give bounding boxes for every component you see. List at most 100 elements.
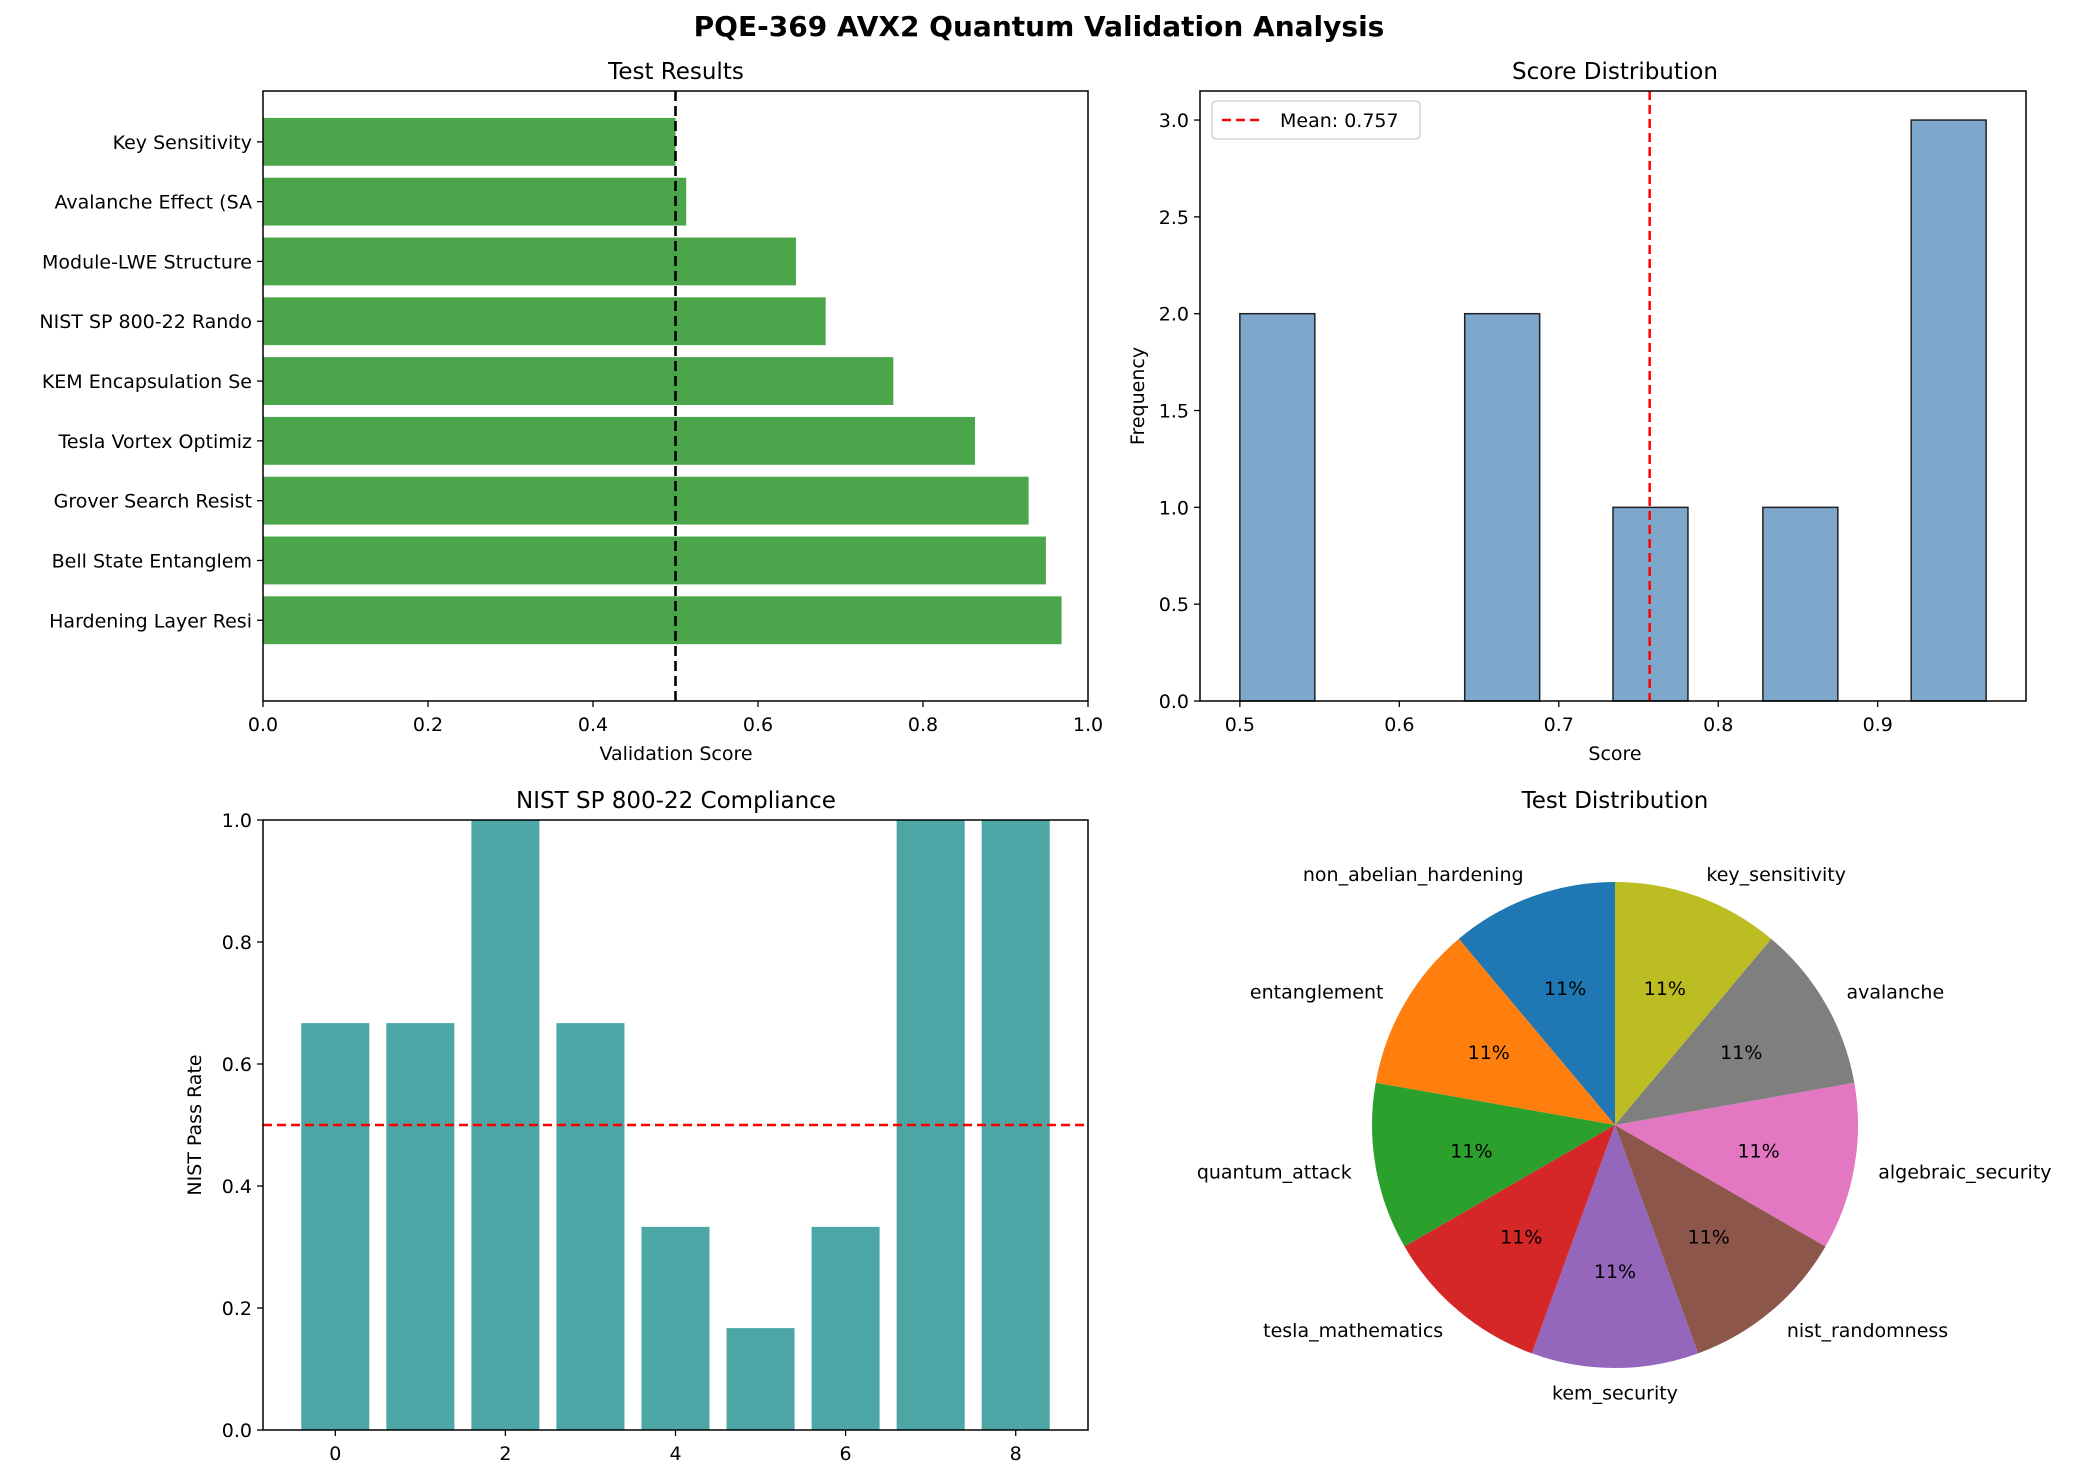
ytick-label-4: KEM Encapsulation Se — [42, 371, 252, 393]
legend-box — [1211, 100, 1421, 140]
pie-slice-1 — [1375, 938, 1615, 1125]
ytick-label-1: 0.2 — [222, 1298, 252, 1320]
ytick-label-0: 0.0 — [222, 1420, 252, 1442]
pie-label-3: tesla_mathematics — [1263, 1320, 1443, 1342]
xtick-label-3: 6 — [840, 1443, 852, 1465]
xtick-label-2: 4 — [669, 1443, 681, 1465]
ytick-label-4: 2.0 — [1159, 304, 1189, 326]
hist-bar-0 — [1239, 312, 1316, 702]
ytick-label-5: 1.0 — [222, 810, 252, 832]
pie-pct-1: 11% — [1468, 1042, 1510, 1064]
pie-pct-6: 11% — [1737, 1140, 1779, 1162]
bar-2 — [263, 476, 1029, 525]
pie-label-0: non_abelian_hardening — [1303, 864, 1524, 886]
xtick-label-1: 0.2 — [413, 714, 443, 736]
test-results-xlabel: Validation Score — [599, 743, 752, 765]
pie-slice-8 — [1615, 882, 1772, 1125]
pie-pct-0: 11% — [1544, 978, 1586, 1000]
ytick-label-6: 3.0 — [1159, 110, 1189, 132]
pie-pct-5: 11% — [1688, 1227, 1730, 1249]
ytick-label-0: 0.0 — [1159, 691, 1189, 713]
xtick-label-2: 0.4 — [578, 714, 608, 736]
ytick-label-2: Grover Search Resist — [54, 491, 252, 513]
score-distribution-chart: Score Distribution 0.5 0.6 0.7 0.8 0.9 0.0 0.5… — [1127, 59, 2027, 765]
pie-slice-5 — [1615, 1125, 1826, 1354]
pie-pct-7: 11% — [1720, 1042, 1762, 1064]
bar-3 — [556, 1023, 625, 1430]
xtick-label-5: 1.0 — [1073, 714, 1103, 736]
ytick-label-2: 1.0 — [1159, 497, 1189, 519]
ytick-label-3: 1.5 — [1159, 401, 1189, 423]
pie-label-6: algebraic_security — [1878, 1161, 2051, 1183]
bar-1 — [263, 536, 1046, 585]
pie-slice-0 — [1458, 882, 1615, 1125]
ytick-label-5: 2.5 — [1159, 207, 1189, 229]
test-distribution-chart: Test Distribution 11% non_abelian_hardeni… — [1197, 788, 2052, 1404]
bar-6 — [811, 1226, 880, 1430]
xtick-label-0: 0.5 — [1225, 714, 1255, 736]
pie-pct-8: 11% — [1644, 978, 1686, 1000]
xtick-label-3: 0.8 — [1703, 714, 1733, 736]
ytick-label-5: NIST SP 800-22 Rando — [39, 311, 252, 333]
xtick-label-3: 0.6 — [743, 714, 773, 736]
bar-1 — [386, 1023, 455, 1430]
ytick-label-6: Module-LWE Structure — [42, 251, 252, 273]
pie-slice-2 — [1372, 1082, 1615, 1247]
bar-8 — [263, 117, 676, 166]
pie-label-5: nist_randomness — [1787, 1320, 1948, 1342]
hist-bar-3 — [1463, 312, 1541, 702]
bar-5 — [263, 297, 826, 346]
test-results-axes-frame — [262, 90, 1089, 702]
pie-slice-7 — [1615, 938, 1855, 1125]
bar-0 — [263, 596, 1062, 645]
hist-bar-9 — [1910, 119, 1987, 702]
pie-label-2: quantum_attack — [1197, 1161, 1352, 1183]
ytick-label-1: Bell State Entanglem — [52, 550, 252, 572]
xtick-label-0: 0 — [329, 1443, 341, 1465]
pie-label-4: kem_security — [1552, 1382, 1678, 1404]
pie-label-1: entanglement — [1250, 981, 1384, 1003]
test-results-chart: Test Results Hardening Layer Resi Bell St… — [39, 59, 1103, 765]
score-distribution-ylabel: Frequency — [1127, 347, 1149, 445]
ytick-label-7: Avalanche Effect (SA — [55, 192, 253, 214]
nist-compliance-axes-frame — [262, 819, 1089, 1431]
bar-0 — [301, 1023, 370, 1430]
bar-7 — [263, 177, 687, 226]
xtick-label-1: 2 — [499, 1443, 511, 1465]
test-results-title: Test Results — [607, 59, 744, 85]
xtick-label-1: 0.6 — [1384, 714, 1414, 736]
figure-title: PQE-369 AVX2 Quantum Validation Analysis — [694, 10, 1385, 43]
ytick-label-0: Hardening Layer Resi — [49, 610, 252, 632]
pie-pct-3: 11% — [1500, 1227, 1542, 1249]
pie-slice-6 — [1615, 1082, 1858, 1247]
ytick-label-3: Tesla Vortex Optimiz — [58, 431, 253, 453]
pie-label-7: avalanche — [1846, 981, 1944, 1003]
bar-3 — [263, 416, 975, 465]
score-distribution-legend: Mean: 0.757 — [1211, 100, 1421, 140]
bar-4 — [263, 357, 894, 405]
xtick-label-4: 8 — [1010, 1443, 1022, 1465]
test-distribution-title: Test Distribution — [1521, 788, 1709, 814]
score-distribution-axes-frame — [1199, 90, 2027, 702]
xtick-label-0: 0.0 — [248, 714, 278, 736]
pie-pct-2: 11% — [1450, 1140, 1492, 1162]
ytick-label-4: 0.8 — [222, 932, 252, 954]
ytick-label-8: Key Sensitivity — [113, 132, 252, 154]
score-distribution-title: Score Distribution — [1512, 59, 1718, 85]
pie-slice-4 — [1531, 1125, 1699, 1368]
xtick-label-4: 0.9 — [1863, 714, 1893, 736]
xtick-label-2: 0.7 — [1544, 714, 1574, 736]
pie-pct-4: 11% — [1594, 1261, 1636, 1283]
legend-mean-label: Mean: 0.757 — [1280, 110, 1399, 132]
xtick-label-4: 0.8 — [908, 714, 938, 736]
ytick-label-1: 0.5 — [1159, 594, 1189, 616]
ytick-label-2: 0.4 — [222, 1176, 252, 1198]
hist-bar-7 — [1762, 506, 1839, 702]
bar-4 — [641, 1226, 710, 1430]
pie-slice-3 — [1404, 1125, 1615, 1354]
nist-compliance-ylabel: NIST Pass Rate — [184, 1054, 206, 1195]
ytick-label-3: 0.6 — [222, 1054, 252, 1076]
score-distribution-xlabel: Score — [1588, 743, 1641, 765]
